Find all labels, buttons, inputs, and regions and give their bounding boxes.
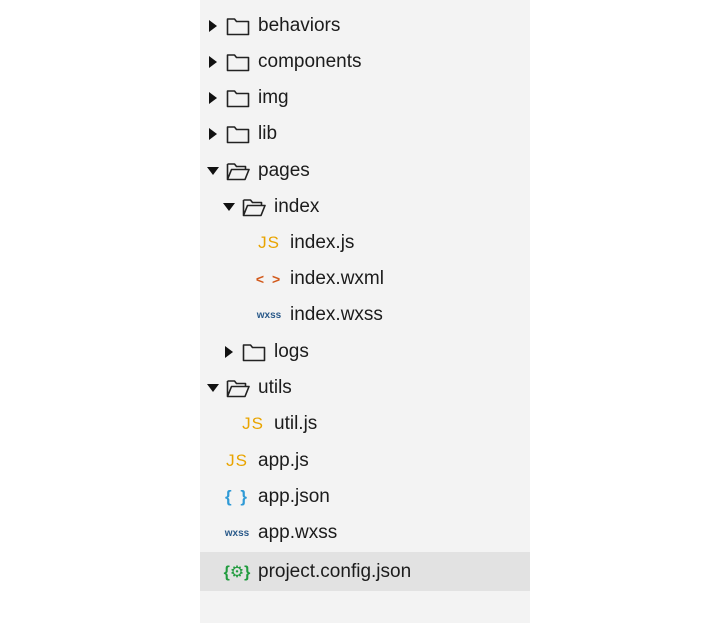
tree-item-index-js[interactable]: JS index.js: [200, 224, 530, 262]
chevron-right-icon[interactable]: [204, 53, 222, 71]
folder-icon: [226, 52, 250, 72]
tree-item-pages[interactable]: pages: [200, 152, 530, 190]
folder-open-icon: [226, 161, 250, 181]
chevron-right-icon[interactable]: [220, 343, 238, 361]
tree-item-label: lib: [258, 123, 278, 144]
folder-icon: [226, 88, 250, 108]
chevron-right-icon[interactable]: [204, 125, 222, 143]
tree-item-label: index.wxml: [290, 268, 384, 289]
wxml-icon: < >: [255, 271, 283, 287]
chevron-right-icon[interactable]: [204, 17, 222, 35]
tree-item-utils[interactable]: utils: [200, 369, 530, 407]
file-explorer-panel: behaviors components img lib pages index…: [200, 0, 530, 623]
tree-item-project-config-json[interactable]: {⚙} project.config.json: [200, 552, 530, 591]
tree-item-label: pages: [258, 160, 310, 181]
tree-item-logs[interactable]: logs: [200, 333, 530, 371]
tree-item-label: project.config.json: [258, 560, 412, 582]
tree-item-img[interactable]: img: [200, 79, 530, 117]
tree-item-util-js[interactable]: JS util.js: [200, 405, 530, 443]
tree-item-label: utils: [258, 377, 292, 398]
json-icon: { }: [225, 487, 249, 506]
config-json-icon: {⚙}: [223, 563, 251, 581]
tree-item-app-js[interactable]: JS app.js: [200, 442, 530, 480]
folder-open-icon: [242, 197, 266, 217]
folder-icon: [226, 124, 250, 144]
tree-item-lib[interactable]: lib: [200, 115, 530, 153]
tree-item-index-folder[interactable]: index: [200, 188, 530, 226]
tree-item-label: img: [258, 87, 289, 108]
chevron-down-icon[interactable]: [204, 379, 222, 397]
tree-item-label: index.js: [290, 232, 355, 253]
folder-icon: [226, 16, 250, 36]
js-icon: JS: [242, 414, 264, 433]
wxss-icon: wxss: [224, 527, 250, 539]
chevron-down-icon[interactable]: [220, 198, 238, 216]
tree-item-label: app.json: [258, 486, 330, 507]
tree-item-app-json[interactable]: { } app.json: [200, 478, 530, 516]
tree-item-app-wxss[interactable]: wxss app.wxss: [200, 514, 530, 552]
folder-icon: [242, 342, 266, 362]
wxss-icon: wxss: [256, 309, 282, 321]
tree-item-label: components: [258, 51, 362, 72]
chevron-down-icon[interactable]: [204, 162, 222, 180]
chevron-right-icon[interactable]: [204, 89, 222, 107]
tree-item-label: behaviors: [258, 15, 341, 36]
tree-item-label: index.wxss: [290, 304, 383, 325]
tree-item-label: app.wxss: [258, 522, 338, 543]
tree-item-components[interactable]: components: [200, 43, 530, 81]
tree-item-index-wxml[interactable]: < > index.wxml: [200, 260, 530, 298]
tree-item-behaviors[interactable]: behaviors: [200, 7, 530, 45]
folder-open-icon: [226, 378, 250, 398]
tree-item-label: index: [274, 196, 320, 217]
tree-item-index-wxss[interactable]: wxss index.wxss: [200, 296, 530, 334]
tree-item-label: app.js: [258, 450, 309, 471]
tree-item-label: util.js: [274, 413, 318, 434]
js-icon: JS: [226, 451, 248, 470]
js-icon: JS: [258, 233, 280, 252]
tree-item-label: logs: [274, 341, 309, 362]
